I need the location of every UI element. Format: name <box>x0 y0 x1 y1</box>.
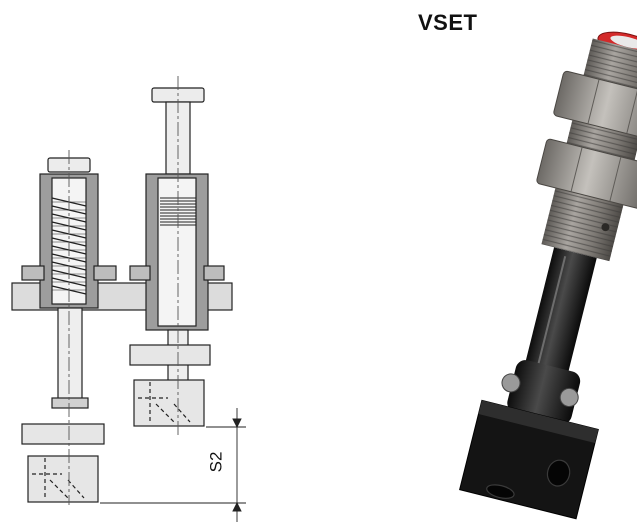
dimension-s2-label: S2 <box>206 451 226 473</box>
swivel-head <box>507 360 581 425</box>
technical-drawing <box>11 76 246 522</box>
dimension-s2 <box>100 408 246 522</box>
hex-nut-lower <box>536 138 637 210</box>
hex-nut-upper <box>553 70 637 142</box>
product-render <box>459 31 637 520</box>
plunger-rod-left <box>57 307 83 405</box>
product-title: VSET <box>418 10 478 35</box>
